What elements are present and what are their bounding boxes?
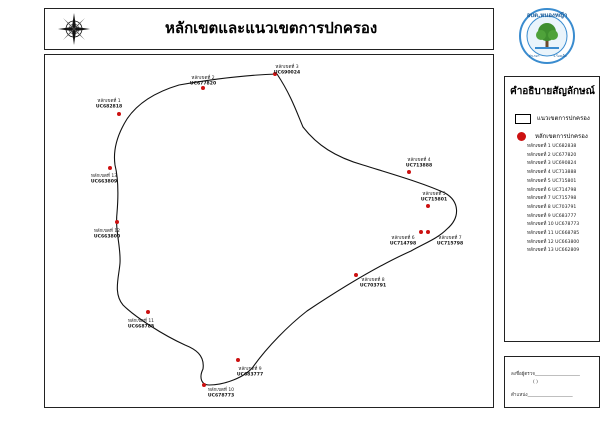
marker-dot-icon bbox=[517, 132, 526, 141]
marker-code: UC703791 bbox=[360, 283, 386, 289]
legend-list-item: หลักเขตที่ 10 UC678773 bbox=[527, 222, 580, 228]
marker-code-list: หลักเขตที่ 1 UC682838 หลักเขตที่ 2 UC6778… bbox=[527, 143, 579, 256]
marker-dot-icon[interactable] bbox=[146, 310, 150, 314]
compass-rose-icon bbox=[58, 13, 90, 45]
legend-boundary-row: แนวเขตการปกครอง bbox=[515, 113, 590, 124]
marker-dot-icon[interactable] bbox=[202, 383, 206, 387]
marker-label: หลักเขตที่ 2 bbox=[191, 74, 214, 81]
marker-code: UC677820 bbox=[190, 81, 216, 87]
legend-list-item: หลักเขตที่ 3 UC690824 bbox=[527, 161, 577, 167]
marker-dot-icon[interactable] bbox=[426, 204, 430, 208]
marker-dot-icon[interactable] bbox=[108, 166, 112, 170]
administrative-boundary-line bbox=[113, 73, 458, 386]
marker-dot-icon[interactable] bbox=[115, 220, 119, 224]
legend-panel: คำอธิบายสัญลักษณ์ แนวเขตการปกครอง หลักเข… bbox=[504, 76, 600, 342]
legend-list-item: หลักเขตที่ 13 UC662809 bbox=[527, 248, 580, 254]
marker-dot-icon[interactable] bbox=[201, 86, 205, 90]
marker-label: หลักเขตที่ 12 bbox=[94, 227, 120, 234]
organization-seal-logo: อบต.หนองหญ้า อำเภอฯ จ.ร้อยเอ็ด bbox=[519, 8, 575, 64]
marker-code: UC663809 bbox=[91, 179, 117, 185]
marker-dot-icon[interactable] bbox=[419, 230, 423, 234]
marker-label: หลักเขตที่ 9 bbox=[238, 365, 261, 372]
legend-list-item: หลักเขตที่ 6 UC714798 bbox=[527, 187, 577, 193]
legend-list-item: หลักเขตที่ 7 UC715798 bbox=[527, 196, 577, 202]
signature-position-line: ตำแหน่ง____________________ bbox=[511, 393, 573, 398]
marker-code: UC678773 bbox=[208, 393, 234, 399]
signature-box: ลงชื่อผู้ตรวจ____________________ ( ) ตำ… bbox=[504, 356, 600, 408]
marker-code: UC668785 bbox=[128, 324, 154, 330]
signature-name-line: ( ) bbox=[533, 380, 538, 385]
legend-list-item: หลักเขตที่ 4 UC713888 bbox=[527, 170, 577, 176]
page-title: หลักเขตและแนวเขตการปกครอง bbox=[165, 19, 378, 37]
marker-dot-icon[interactable] bbox=[354, 273, 358, 277]
legend-list-item: หลักเขตที่ 2 UC677820 bbox=[527, 152, 577, 158]
signature-line: ลงชื่อผู้ตรวจ____________________ bbox=[511, 372, 580, 377]
seal-right-text: จ.ร้อยเอ็ด bbox=[553, 52, 566, 58]
marker-label: หลักเขตที่ 11 bbox=[128, 317, 154, 324]
seal-top-text: อบต.หนองหญ้า bbox=[527, 11, 568, 19]
marker-label: หลักเขตที่ 1 bbox=[97, 97, 120, 104]
marker-code: UC663800 bbox=[94, 234, 120, 240]
legend-list-item: หลักเขตที่ 5 UC715801 bbox=[527, 178, 577, 184]
marker-label: หลักเขตที่ 7 bbox=[438, 234, 461, 241]
legend-list-item: หลักเขตที่ 11 UC668785 bbox=[527, 231, 580, 237]
legend-list-item: หลักเขตที่ 8 UC703791 bbox=[527, 204, 577, 210]
seal-left-text: อำเภอฯ bbox=[529, 54, 540, 58]
legend-boundary-label: แนวเขตการปกครอง bbox=[537, 115, 590, 122]
marker-label: หลักเขตที่ 10 bbox=[208, 386, 234, 393]
marker-label: หลักเขตที่ 4 bbox=[407, 156, 430, 163]
marker-code: UC713888 bbox=[406, 163, 432, 169]
marker-dot-icon[interactable] bbox=[407, 170, 411, 174]
marker-code: UC714798 bbox=[390, 241, 416, 247]
marker-dot-icon[interactable] bbox=[236, 358, 240, 362]
marker-code: UC715801 bbox=[421, 197, 447, 203]
boundary-swatch-icon bbox=[515, 113, 531, 124]
marker-label: หลักเขตที่ 13 bbox=[91, 172, 117, 179]
marker-label: หลักเขตที่ 8 bbox=[361, 276, 384, 283]
marker-dot-icon[interactable] bbox=[117, 112, 121, 116]
legend-title: คำอธิบายสัญลักษณ์ bbox=[510, 86, 595, 97]
marker-dot-icon[interactable] bbox=[426, 230, 430, 234]
marker-code: UC690024 bbox=[274, 70, 300, 76]
header-box: หลักเขตและแนวเขตการปกครอง bbox=[44, 8, 494, 50]
marker-code: UC682818 bbox=[96, 104, 122, 110]
marker-label: หลักเขตที่ 5 bbox=[422, 190, 445, 197]
marker-code: UC715798 bbox=[437, 241, 463, 247]
marker-code: UC683777 bbox=[237, 372, 263, 378]
legend-list-item: หลักเขตที่ 12 UC663800 bbox=[527, 239, 580, 245]
legend-list-item: หลักเขตที่ 9 UC683777 bbox=[527, 213, 577, 219]
marker-dot-icon[interactable] bbox=[273, 72, 277, 76]
marker-label: หลักเขตที่ 6 bbox=[391, 234, 414, 241]
legend-marker-row: หลักเขตการปกครอง bbox=[515, 131, 588, 141]
marker-label: หลักเขตที่ 3 bbox=[275, 63, 298, 70]
legend-list-item: หลักเขตที่ 1 UC682838 bbox=[527, 144, 577, 149]
legend-marker-label: หลักเขตการปกครอง bbox=[535, 133, 588, 140]
